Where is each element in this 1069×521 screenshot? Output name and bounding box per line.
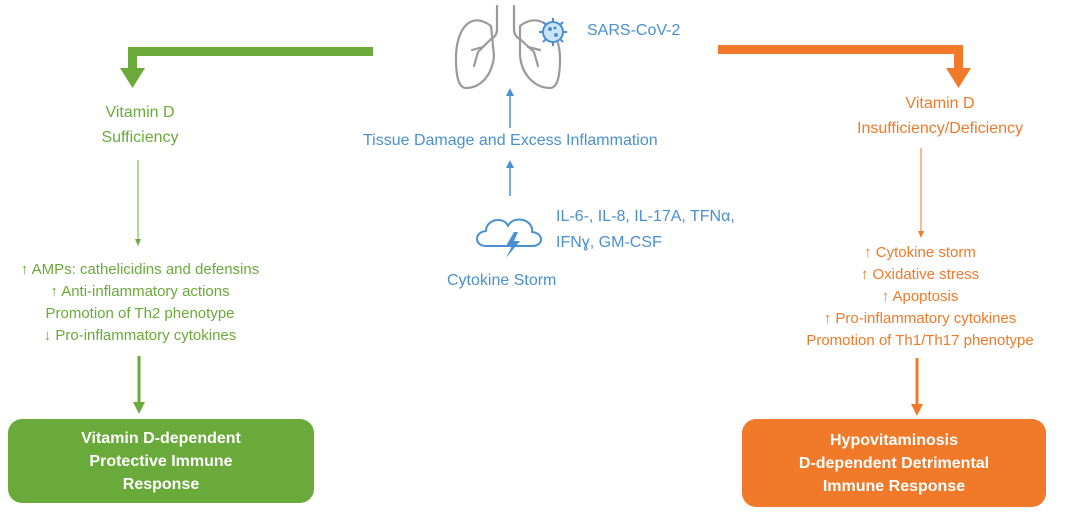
- right-effect-3: ↑ Apoptosis: [881, 288, 959, 305]
- right-effect-1: ↑ Cytokine storm: [864, 244, 976, 261]
- cytokine-storm-label: Cytokine Storm: [447, 272, 557, 289]
- left-outcome-line-1: Vitamin D-dependent: [81, 429, 241, 447]
- right-effects-list: ↑ Cytokine storm ↑ Oxidative stress ↑ Ap…: [775, 242, 1065, 352]
- cytokines-line-2: IFNɣ, GM-CSF: [556, 234, 662, 251]
- left-thick-arrow: [133, 356, 145, 414]
- left-effect-4: ↓ Pro-inflammatory cytokines: [43, 327, 237, 344]
- right-outcome-line-2: D-dependent Detrimental: [798, 454, 990, 472]
- left-title-line-1: Vitamin D: [105, 104, 175, 121]
- right-effect-4: ↑ Pro-inflammatory cytokines: [823, 310, 1017, 327]
- right-title-line-1: Vitamin D: [905, 95, 975, 112]
- left-outcome-line-3: Response: [122, 475, 200, 493]
- left-effect-2: ↑ Anti-inflammatory actions: [50, 283, 230, 300]
- center-arrow-upper: [506, 88, 514, 128]
- left-title: Vitamin D Sufficiency: [60, 100, 220, 150]
- right-effect-2: ↑ Oxidative stress: [860, 266, 980, 283]
- virus-icon: [539, 18, 567, 46]
- right-effect-5: Promotion of Th1/Th17 phenotype: [806, 332, 1034, 349]
- right-title-line-2: Insufficiency/Deficiency: [857, 120, 1023, 137]
- left-effect-1: ↑ AMPs: cathelicidins and defensins: [20, 261, 260, 278]
- right-outcome-box: Hypovitaminosis D-dependent Detrimental …: [742, 419, 1046, 507]
- right-elbow-arrow: [718, 45, 971, 88]
- center-arrow-lower: [506, 160, 514, 196]
- left-title-line-2: Sufficiency: [101, 129, 179, 146]
- cloud-lightning-icon: [476, 218, 542, 258]
- right-thin-arrow: [918, 148, 924, 238]
- left-outcome-box: Vitamin D-dependent Protective Immune Re…: [8, 419, 314, 503]
- virus-label: SARS-CoV-2: [587, 22, 681, 39]
- right-thick-arrow: [911, 358, 923, 416]
- left-thin-arrow: [135, 160, 141, 246]
- right-title: Vitamin D Insufficiency/Deficiency: [840, 91, 1040, 141]
- left-outcome-line-2: Protective Immune: [89, 452, 233, 470]
- right-outcome-line-3: Immune Response: [822, 477, 966, 495]
- left-effects-list: ↑ AMPs: cathelicidins and defensins ↑ An…: [10, 259, 270, 347]
- lungs-icon: [454, 4, 562, 90]
- left-effect-3: Promotion of Th2 phenotype: [45, 305, 235, 322]
- cytokines-line-1: IL-6-, IL-8, IL-17A, TFNα,: [556, 208, 735, 225]
- left-elbow-arrow: [120, 47, 373, 88]
- right-outcome-line-1: Hypovitaminosis: [829, 431, 959, 449]
- tissue-damage-label: Tissue Damage and Excess Inflammation: [363, 132, 658, 149]
